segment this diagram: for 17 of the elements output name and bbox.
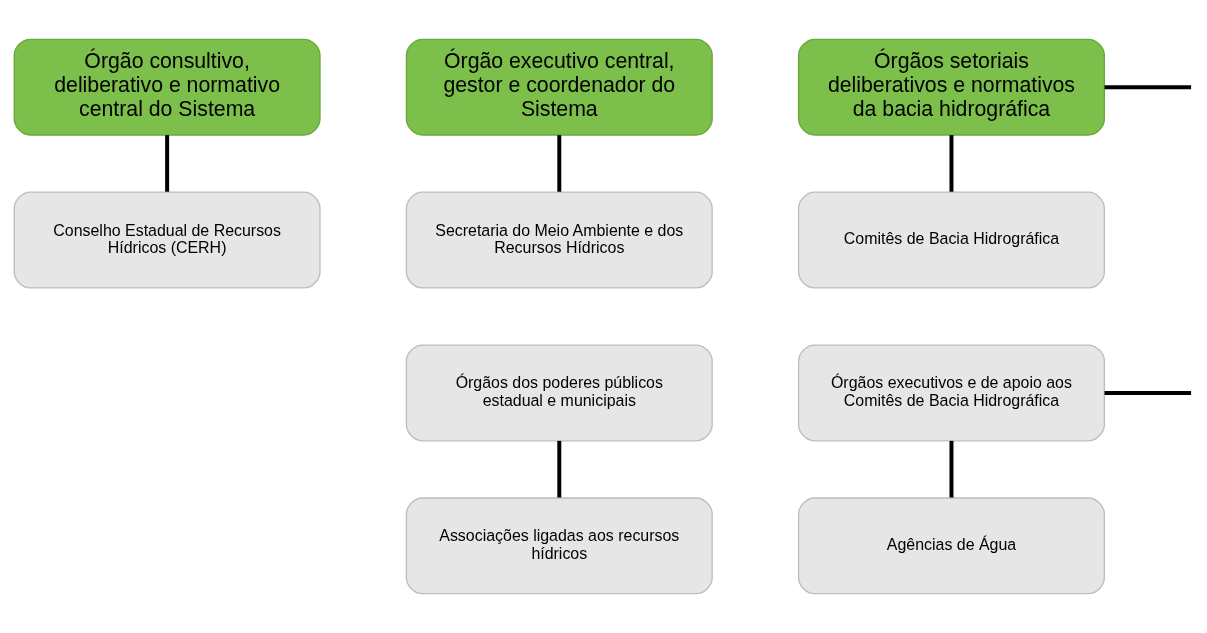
connector [949,440,954,498]
node-box: Órgão executivo central, gestor e coordenador do Sistema [405,38,713,136]
connector [165,135,170,192]
connector [557,135,562,192]
node-box: Comitês de Bacia Hidrográfica [797,191,1106,289]
connector [557,440,562,498]
node-box: Agências de Água [797,497,1106,595]
node-box: Conselho Estadual de Recursos Hídricos (CERH) [13,191,321,289]
connector [1104,85,1192,90]
node-box: Órgãos setoriais deliberativos e normativos da bacia hidrográfica [797,38,1106,136]
node-box: Associações ligadas aos recursos hídricos [405,497,713,595]
node-box: Órgãos dos poderes públicos estadual e municipais [405,344,713,442]
connector [949,135,954,192]
node-box: Órgãos executivos e de apoio aos Comitês de Bacia Hidrográfica [797,344,1106,442]
connector [1104,390,1192,395]
node-box: Secretaria do Meio Ambiente e dos Recursos Hídricos [405,191,713,289]
node-box: Órgão consultivo, deliberativo e normativo central do Sistema [13,38,321,136]
